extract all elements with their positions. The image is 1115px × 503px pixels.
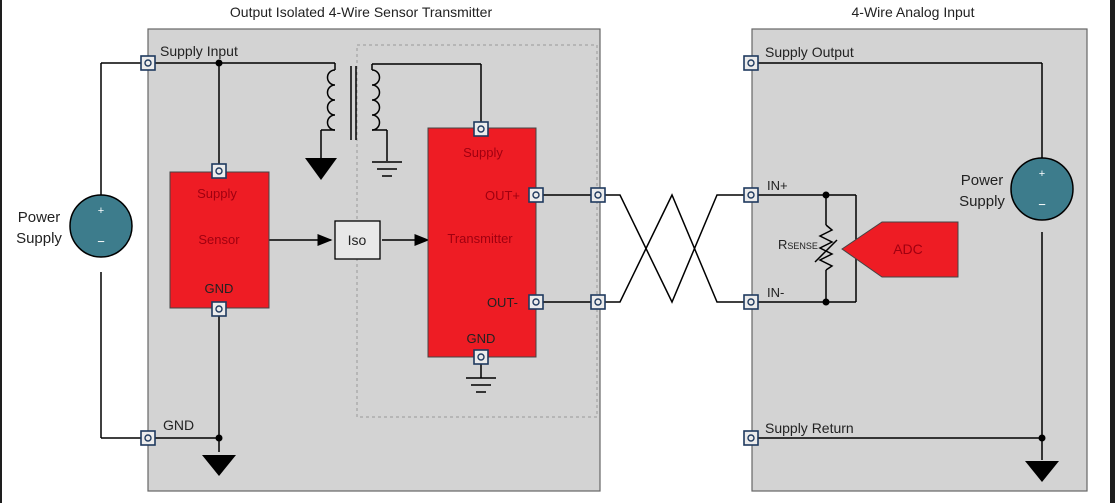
iso-label: Iso — [348, 232, 367, 248]
terminal-supply-return — [743, 430, 759, 446]
ground-transmitter-icon — [466, 377, 496, 393]
sensor-supply-label: Supply — [197, 186, 237, 201]
left-supply-label-line2: Supply — [16, 230, 62, 247]
adc-label: ADC — [893, 241, 923, 257]
ground-primary-icon — [305, 158, 337, 180]
terminal-gnd-left — [140, 430, 156, 446]
left-power-supply: + − — [69, 62, 141, 439]
terminal-transmitter-out-plus — [528, 187, 544, 203]
transmitter-gnd-label: GND — [467, 331, 496, 346]
in-plus-label: IN+ — [767, 178, 788, 193]
right-supply-label-line1: Power — [961, 172, 1004, 189]
transmitter-out-minus-label: OUT- — [487, 295, 518, 310]
junction-dot — [215, 434, 223, 442]
left-box-title: Output Isolated 4-Wire Sensor Transmitte… — [230, 4, 493, 20]
transmitter-out-plus-label: OUT+ — [485, 188, 520, 203]
left-supply-plus: + — [98, 205, 104, 217]
ground-secondary-icon — [372, 161, 402, 177]
transmitter-supply-label: Supply — [463, 145, 503, 160]
sensor-name-label: Sensor — [198, 232, 240, 247]
supply-return-label: Supply Return — [765, 420, 854, 436]
ground-right-icon — [1025, 461, 1059, 482]
terminal-supply-input — [140, 55, 156, 71]
junction-dot — [1038, 434, 1046, 442]
right-supply-plus: + — [1039, 168, 1045, 180]
terminal-transmitter-gnd — [473, 349, 489, 365]
junction-dot — [215, 59, 223, 67]
in-minus-label: IN- — [767, 285, 784, 300]
gnd-left-label: GND — [163, 417, 194, 433]
junction-dot — [822, 191, 830, 199]
terminal-transmitter-supply — [473, 121, 489, 137]
ground-left-icon — [202, 455, 236, 476]
rsense-label: RSENSE — [778, 237, 818, 252]
iso-block — [334, 220, 381, 260]
sensor-gnd-label: GND — [205, 281, 234, 296]
terminal-supply-output — [743, 55, 759, 71]
right-supply-circle — [1010, 157, 1074, 221]
terminal-in-plus — [743, 187, 759, 203]
terminal-transmitter-out-minus — [528, 294, 544, 310]
left-supply-minus: − — [97, 234, 105, 249]
terminal-box-out-minus — [590, 294, 606, 310]
terminal-screws — [144, 59, 755, 442]
right-box-title: 4-Wire Analog Input — [852, 4, 975, 20]
terminal-sensor-gnd — [211, 301, 227, 317]
right-power-supply: + − — [1010, 157, 1074, 221]
right-supply-label-line2: Supply — [959, 193, 1005, 210]
sensor-block — [169, 171, 270, 309]
left-wiring — [155, 62, 591, 452]
left-supply-circle — [69, 194, 133, 258]
terminal-in-minus — [743, 294, 759, 310]
twisted-pair-cable — [605, 193, 745, 304]
supply-output-label: Supply Output — [765, 44, 854, 60]
terminal-squares — [140, 55, 759, 446]
transmitter-name-label: Transmitter — [447, 231, 513, 246]
supply-input-label: Supply Input — [160, 43, 238, 59]
terminal-sensor-supply — [211, 163, 227, 179]
left-supply-label-line1: Power — [18, 209, 61, 226]
terminal-box-out-plus — [590, 187, 606, 203]
adc-block — [841, 221, 959, 278]
transmitter-block — [427, 127, 537, 358]
junction-dot — [822, 298, 830, 306]
right-supply-minus: − — [1038, 197, 1046, 212]
